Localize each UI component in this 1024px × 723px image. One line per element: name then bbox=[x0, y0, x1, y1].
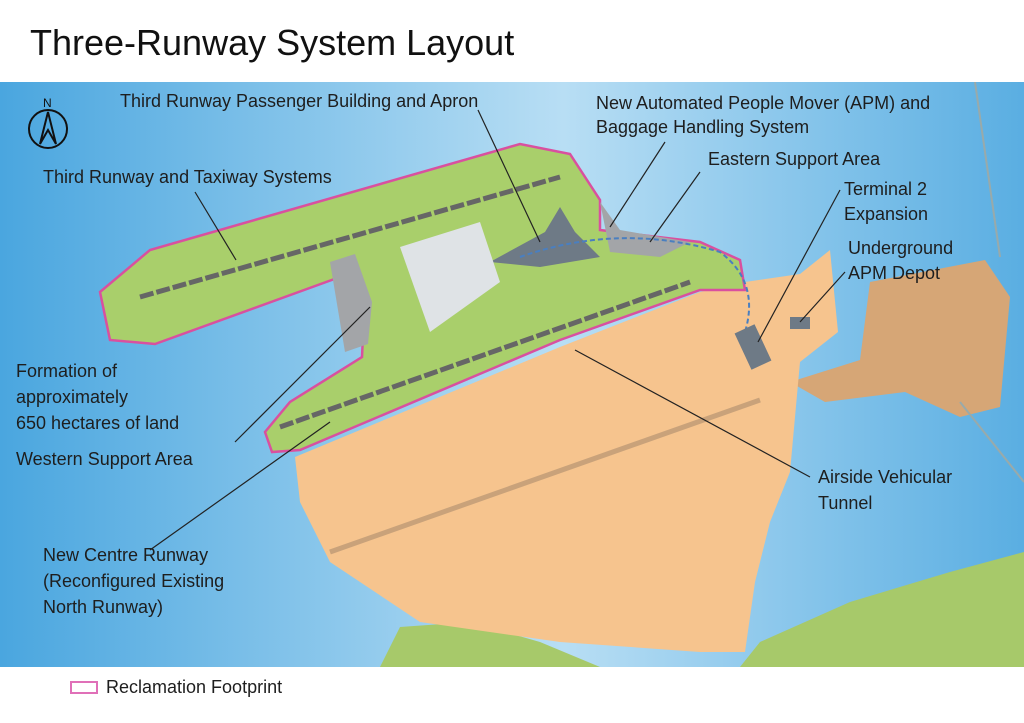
tan-reclaimed-area bbox=[790, 260, 1010, 417]
bridge bbox=[974, 82, 1001, 258]
label-tunnel-1: Airside Vehicular bbox=[818, 467, 953, 487]
label-third-runway: Third Runway and Taxiway Systems bbox=[43, 167, 332, 187]
leader-lines bbox=[149, 109, 846, 551]
label-centre-1: New Centre Runway bbox=[43, 545, 209, 565]
compass-label: N bbox=[43, 96, 52, 110]
terminal-2 bbox=[734, 324, 772, 370]
passenger-building bbox=[490, 207, 600, 267]
apm-line bbox=[519, 237, 751, 333]
north-compass-icon bbox=[28, 109, 68, 149]
land-south bbox=[380, 622, 600, 667]
south-runway bbox=[329, 397, 761, 555]
page-title: Three-Runway System Layout bbox=[30, 22, 515, 63]
label-tunnel-2: Tunnel bbox=[818, 493, 873, 513]
bridge-south bbox=[959, 401, 1024, 483]
label-western-support: Western Support Area bbox=[16, 449, 193, 469]
apm-depot bbox=[790, 317, 810, 329]
map: N bbox=[0, 82, 1024, 667]
label-eastern-support: Eastern Support Area bbox=[708, 149, 881, 169]
third-runway bbox=[139, 174, 561, 300]
label-passenger-building: Third Runway Passenger Building and Apro… bbox=[120, 91, 479, 111]
label-apm-2: Baggage Handling System bbox=[596, 117, 810, 137]
eastern-support-area bbox=[600, 202, 690, 257]
label-centre-3: North Runway) bbox=[43, 597, 164, 617]
label-formation-2: approximately bbox=[16, 387, 129, 407]
label-t2-2: Expansion bbox=[844, 204, 929, 224]
legend-reclamation-label: Reclamation Footprint bbox=[106, 677, 283, 697]
apron bbox=[400, 222, 500, 332]
label-formation-1: Formation of bbox=[16, 361, 118, 381]
label-t2-1: Terminal 2 bbox=[844, 179, 928, 199]
western-support-area bbox=[330, 254, 372, 352]
centre-runway bbox=[279, 279, 691, 430]
label-depot-1: Underground bbox=[848, 238, 954, 258]
label-apm-1: New Automated People Mover (APM) and bbox=[596, 93, 931, 113]
reclamation-swatch-icon bbox=[70, 681, 98, 694]
label-formation-3: 650 hectares of land bbox=[16, 413, 180, 433]
label-depot-2: APM Depot bbox=[848, 263, 941, 283]
lantau-land bbox=[740, 552, 1024, 667]
legend: Reclamation Footprint bbox=[70, 677, 282, 698]
label-centre-2: (Reconfigured Existing bbox=[43, 571, 225, 591]
existing-airport bbox=[295, 250, 838, 652]
